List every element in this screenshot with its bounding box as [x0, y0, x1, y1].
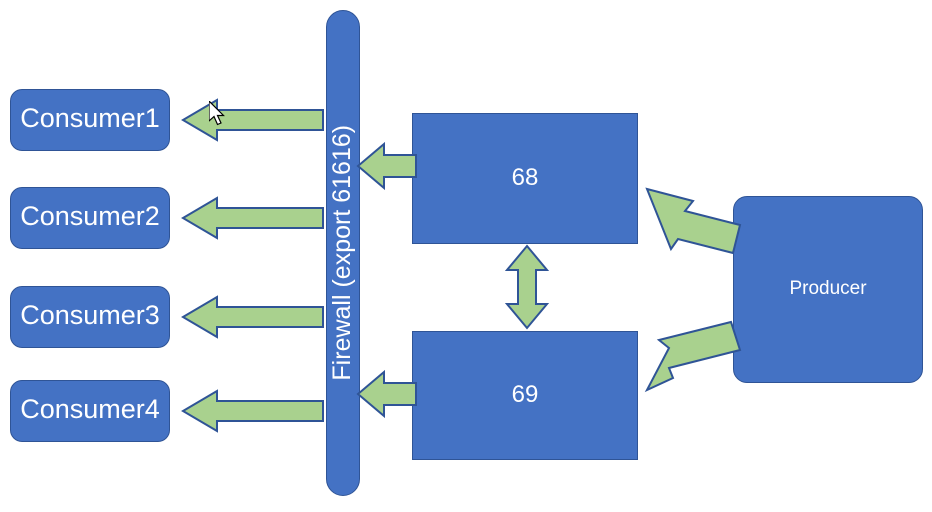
- broker-68-box[interactable]: 68: [412, 113, 638, 244]
- broker-68-label: 68: [511, 164, 539, 192]
- arrow-broker69-to-firewall: [356, 369, 417, 419]
- broker-69-label: 69: [511, 381, 539, 409]
- consumer2-box[interactable]: Consumer2: [10, 187, 170, 249]
- arrow-firewall-to-consumer2: [181, 196, 324, 240]
- arrow-firewall-to-consumer4: [181, 389, 324, 433]
- consumer1-label: Consumer1: [20, 103, 160, 134]
- firewall-label: Firewall (export 61616): [328, 125, 357, 381]
- arrow-producer-to-broker68: [645, 187, 742, 255]
- firewall-bar[interactable]: Firewall (export 61616): [326, 10, 360, 496]
- consumer3-label: Consumer3: [20, 300, 160, 331]
- mouse-cursor-icon: [209, 101, 225, 126]
- consumer3-box[interactable]: Consumer3: [10, 286, 170, 348]
- consumer2-label: Consumer2: [20, 201, 160, 232]
- consumer4-box[interactable]: Consumer4: [10, 380, 170, 442]
- producer-label: Producer: [789, 278, 867, 300]
- arrow-firewall-to-consumer3: [181, 295, 324, 339]
- consumer4-label: Consumer4: [20, 394, 160, 425]
- arrow-broker68-broker69-network: [504, 244, 550, 330]
- broker-69-box[interactable]: 69: [412, 331, 638, 460]
- arrow-broker68-to-firewall: [356, 141, 417, 191]
- consumer1-box[interactable]: Consumer1: [10, 89, 170, 151]
- arrow-producer-to-broker69: [644, 320, 742, 393]
- arrow-firewall-to-consumer1: [181, 98, 324, 142]
- producer-box[interactable]: Producer: [733, 196, 923, 383]
